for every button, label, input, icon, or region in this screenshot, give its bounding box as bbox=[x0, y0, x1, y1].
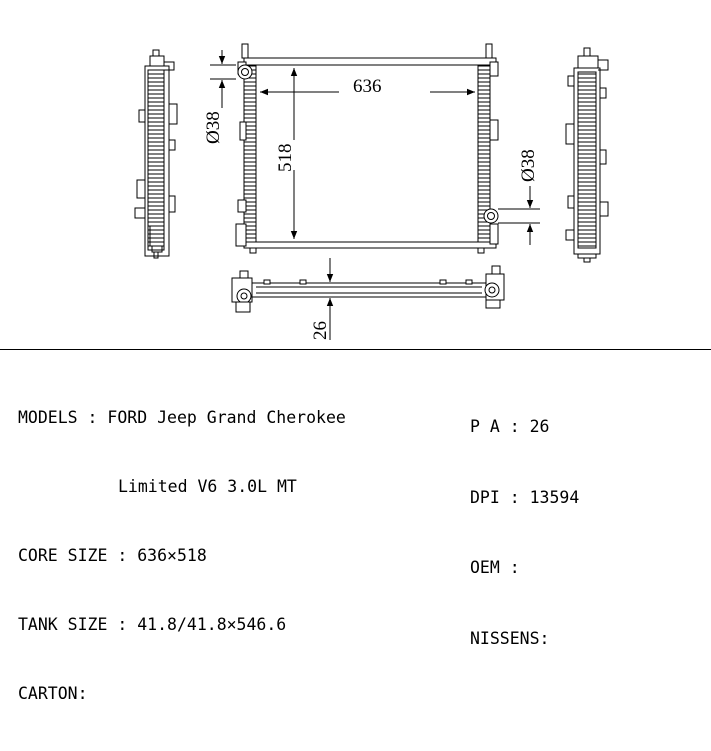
radiator-front-view bbox=[235, 43, 499, 254]
dimension-left-pipe bbox=[210, 50, 236, 108]
models-label: MODELS bbox=[18, 408, 78, 427]
left-pipe-diameter-label: Ø38 bbox=[203, 111, 224, 144]
pa-label: P A bbox=[470, 417, 500, 436]
oem-row: OEM : bbox=[470, 558, 530, 577]
spec-left-column: MODELS : FORD Jeep Grand Cherokee Limite… bbox=[18, 360, 346, 751]
right-pipe-diameter-label: Ø38 bbox=[518, 149, 539, 182]
pa-value: 26 bbox=[529, 417, 550, 436]
left-side-view bbox=[134, 49, 178, 259]
core-size-value: 636×518 bbox=[137, 546, 207, 565]
oem-label: OEM bbox=[470, 558, 500, 577]
dpi-label: DPI bbox=[470, 487, 500, 507]
spec-right-column: P A : 26 DPI : 13594 OEM : NISSENS: bbox=[470, 368, 579, 697]
nissens-label: NISSENS: bbox=[470, 628, 550, 648]
tank-size-label: TANK SIZE bbox=[18, 615, 108, 634]
core-size-row: CORE SIZE : 636×518 bbox=[18, 546, 207, 565]
dpi-value: 13594 bbox=[529, 487, 580, 507]
models-value-continued: Limited V6 3.0L MT bbox=[118, 477, 297, 496]
dimension-right-pipe bbox=[498, 186, 540, 245]
core-height-label: 518 bbox=[275, 144, 296, 173]
spec-sheet: MODELS : FORD Jeep Grand Cherokee Limite… bbox=[0, 349, 711, 703]
right-side-view bbox=[565, 47, 609, 263]
radiator-technical-drawing: 636 518 Ø38 Ø38 bbox=[134, 43, 609, 340]
tank-size-row: TANK SIZE : 41.8/41.8×546.6 bbox=[18, 615, 287, 634]
pa-row: P A : 26 bbox=[470, 417, 550, 436]
nissens-row: NISSENS: bbox=[470, 627, 579, 651]
models-row: MODELS : FORD Jeep Grand Cherokee bbox=[18, 408, 346, 427]
models-value: FORD Jeep Grand Cherokee bbox=[107, 408, 346, 427]
core-size-label: CORE SIZE bbox=[18, 546, 108, 565]
carton-label: CARTON: bbox=[18, 684, 88, 703]
core-width-label: 636 bbox=[353, 76, 382, 97]
tank-size-value: 41.8/41.8×546.6 bbox=[137, 615, 287, 634]
dpi-row: DPI : 13594 bbox=[470, 487, 580, 507]
tank-depth-label: 26 bbox=[310, 321, 331, 340]
radiator-bottom-view bbox=[231, 265, 505, 313]
carton-row: CARTON: bbox=[18, 682, 346, 705]
